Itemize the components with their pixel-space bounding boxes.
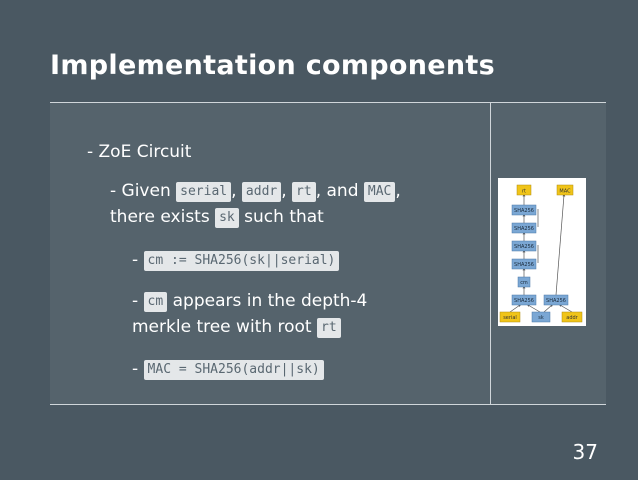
diagram-arrows (509, 193, 573, 313)
diagram-label-mac: MAC (559, 189, 571, 195)
bullet-given: - Given serial, addr, rt, and MAC, (110, 180, 401, 202)
diagram-label-sha-4: SHA256 (514, 262, 534, 268)
page-number: 37 (572, 440, 598, 464)
bullet-cm-formula: - cm := SHA256(sk||serial) (132, 249, 340, 271)
circuit-diagram: rt MAC SHA256 SHA256 SHA256 SHA256 cm SH… (498, 178, 586, 326)
such-that-text: such that (244, 207, 324, 227)
diagram-label-sha-5: SHA256 (514, 298, 534, 304)
diagram-label-sk: sk (538, 315, 544, 321)
diagram-node-sha-5 (511, 294, 537, 306)
table-column-divider (490, 103, 491, 404)
given-sep3: , (395, 181, 401, 201)
diagram-node-serial (499, 311, 521, 323)
diagram-label-sha-2: SHA256 (514, 226, 534, 232)
bullet-zoe-circuit: - ZoE Circuit (87, 142, 192, 162)
appears-text: appears in the depth-4 (172, 291, 368, 311)
diagram-label-rt: rt (522, 189, 526, 195)
bullet-mac-formula: - MAC = SHA256(addr||sk) (132, 358, 324, 380)
diagram-node-sk (531, 311, 551, 323)
code-serial: serial (176, 182, 232, 202)
diagram-node-rt (516, 184, 532, 196)
diagram-node-addr (561, 311, 583, 323)
code-mac-formula: MAC = SHA256(addr||sk) (143, 360, 324, 380)
bullet-there-exists: there exists sk such that (110, 206, 324, 228)
diagram-label-serial: serial (503, 315, 517, 321)
dash-1: - (132, 250, 139, 270)
diagram-node-sha-3 (511, 240, 537, 252)
diagram-node-sha-6 (543, 294, 569, 306)
bullet-cm-appears: - cm appears in the depth-4 (132, 290, 367, 312)
diagram-label-sha-3: SHA256 (514, 244, 534, 250)
code-merkle-rt: rt (317, 318, 341, 338)
there-exists-text: there exists (110, 207, 210, 227)
diagram-node-cm (517, 276, 531, 288)
diagram-label-addr: addr (566, 315, 578, 321)
given-prefix: - Given (110, 181, 171, 201)
given-sep2: , (281, 181, 287, 201)
code-cm: cm (143, 292, 168, 312)
diagram-node-sha-4 (511, 258, 537, 270)
code-rt: rt (292, 182, 316, 202)
slide-title: Implementation components (50, 50, 495, 81)
diagram-node-sha-2 (511, 222, 537, 234)
given-sep1: , (231, 181, 237, 201)
dash-3: - (132, 359, 139, 379)
diagram-label-cm: cm (520, 280, 528, 286)
dash-2: - (132, 291, 139, 311)
given-and: , and (315, 181, 359, 201)
bullet-merkle: merkle tree with root rt (132, 316, 341, 338)
merkle-text: merkle tree with root (132, 317, 312, 337)
diagram-node-sha-1 (511, 204, 537, 216)
diagram-node-mac (556, 184, 574, 196)
code-cm-formula: cm := SHA256(sk||serial) (143, 251, 340, 271)
diagram-label-sha-6: SHA256 (546, 298, 566, 304)
diagram-label-sha-1: SHA256 (514, 208, 534, 214)
code-sk: sk (215, 208, 239, 228)
code-addr: addr (241, 182, 282, 202)
code-mac: MAC (363, 182, 396, 202)
